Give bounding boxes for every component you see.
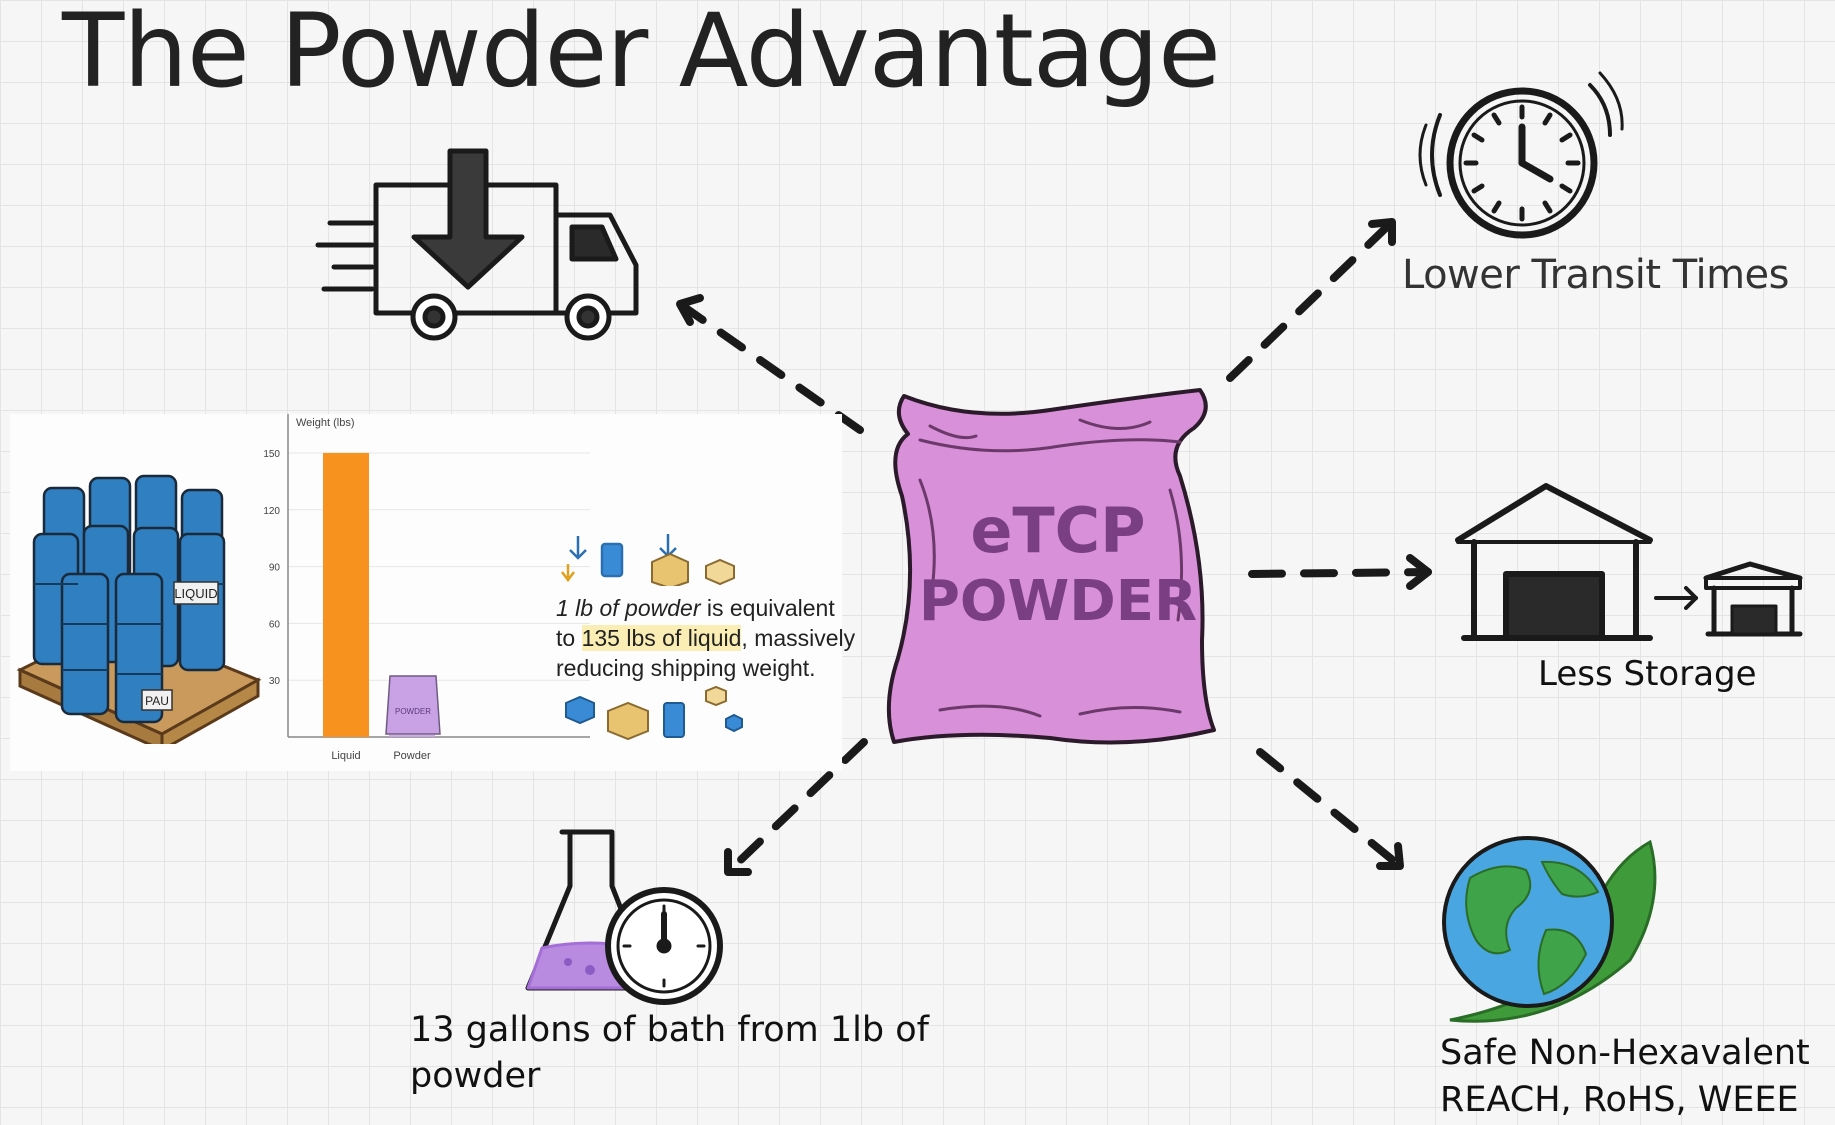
weight-comparison-panel: LIQUID PAU Weight (lbs) 30 60 90 120 150 POW… (10, 414, 855, 771)
fact-text-1: is equivalent to (556, 595, 835, 651)
fact-text-2: , massively reducing shipping weight. (556, 625, 856, 681)
chart-y-tick-label: 150 (263, 449, 280, 460)
bag-label-line-1: eTCP (970, 494, 1145, 567)
fact-amount-powder: 1 lb of powder (556, 595, 701, 621)
shipping-doodles-icon (561, 534, 735, 590)
benefit-transit-label: Lower Transit Times (1402, 252, 1789, 298)
powder-pouch-label: POWDER (395, 707, 431, 716)
chart-y-tick-label: 90 (269, 563, 281, 574)
chart-y-label: Weight (lbs) (296, 417, 354, 429)
benefit-safe-label: Safe Non-Hexavalent REACH, RoHS, WEEE (1440, 1030, 1810, 1124)
chart-y-tick-label: 60 (269, 619, 281, 630)
barrels-on-pallet-icon: LIQUID PAU (16, 474, 262, 744)
chart-category-label: Powder (393, 750, 431, 762)
benefit-storage-label: Less Storage (1538, 654, 1757, 694)
fact-sentence: 1 lb of powder is equivalent to 135 lbs … (556, 593, 856, 683)
chart-category-label: Liquid (331, 750, 360, 762)
weight-fact-text: 1 lb of powder is equivalent to 135 lbs … (556, 532, 856, 754)
warehouse-icon (1455, 483, 1803, 641)
bag-label-line-2: POWDER (919, 569, 1197, 634)
weight-bar-chart: Weight (lbs) 30 60 90 120 150 POWDER Liquid P… (263, 414, 590, 762)
arrow-to-shipping (676, 300, 864, 434)
clock-icon (1418, 71, 1624, 239)
eco-globe-icon (1442, 836, 1657, 1023)
arrow-to-storage (1248, 568, 1432, 578)
safe-line-2: REACH, RoHS, WEEE (1440, 1080, 1799, 1120)
chart-y-tick-label: 120 (263, 506, 280, 517)
arrow-to-bath (724, 738, 868, 876)
safe-line-1: Safe Non-Hexavalent (1440, 1033, 1810, 1073)
page-title: The Powder Advantage (62, 0, 1221, 111)
chart-y-tick-label: 30 (269, 676, 281, 687)
flask-timer-icon (525, 829, 723, 1005)
shipping-doodles-bottom-icon (565, 685, 743, 741)
benefit-bath-label: 13 gallons of bath from 1lb of powder (410, 1010, 929, 1096)
powder-pouch-icon: POWDER (385, 675, 441, 735)
barrel-label-liquid: LIQUID (174, 586, 217, 601)
barrel-label-pau: PAU (145, 694, 169, 708)
arrow-to-safe (1256, 748, 1404, 870)
arrow-to-transit (1226, 218, 1396, 382)
chart-bar-liquid (323, 452, 369, 737)
delivery-truck-icon (315, 148, 639, 341)
fact-amount-liquid: 135 lbs of liquid (581, 625, 742, 651)
chart-bar-powder (389, 735, 435, 737)
etcp-powder-bag: eTCP POWDER (886, 388, 1216, 745)
